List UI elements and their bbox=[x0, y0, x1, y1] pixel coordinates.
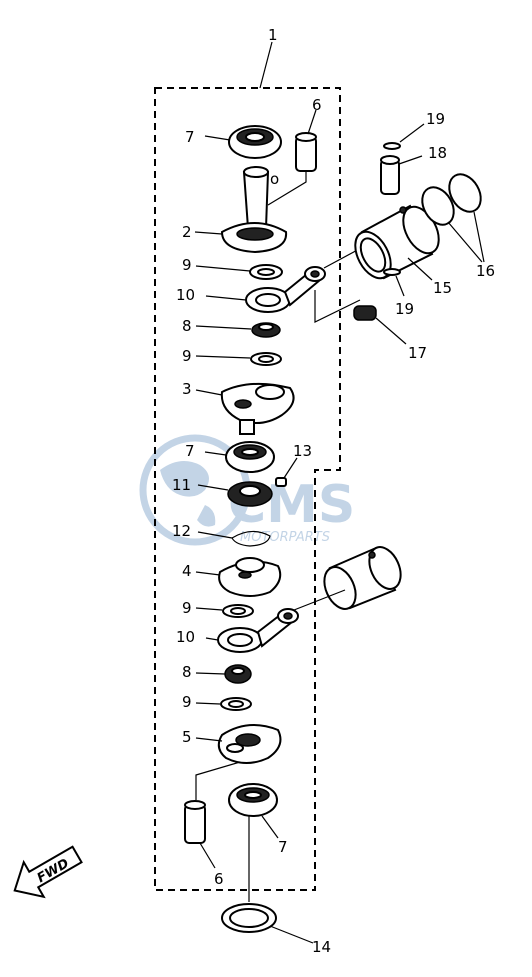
dowel-pin-lower bbox=[184, 800, 206, 844]
callout-9-a: 9 bbox=[182, 256, 192, 274]
callout-7-middle: 7 bbox=[185, 442, 195, 460]
callout-19-bottom: 19 bbox=[395, 300, 414, 318]
callout-11: 11 bbox=[172, 476, 191, 494]
piston-upper bbox=[354, 204, 440, 280]
callout-4: 4 bbox=[182, 562, 192, 580]
ball-bearing-top bbox=[228, 125, 282, 159]
callout-15: 15 bbox=[433, 279, 452, 297]
callout-16: 16 bbox=[476, 262, 495, 280]
piston-rings bbox=[421, 173, 482, 226]
ball-bearing-middle bbox=[225, 441, 275, 473]
piston-pin bbox=[380, 155, 400, 195]
thrust-washer-1 bbox=[249, 264, 283, 280]
callout-shaft-key: o bbox=[270, 170, 279, 188]
needle-bearing-1 bbox=[251, 322, 281, 338]
piston-lower bbox=[323, 546, 402, 610]
callout-9-c: 9 bbox=[182, 599, 192, 617]
callout-7-lower: 7 bbox=[278, 838, 288, 856]
callout-9-b: 9 bbox=[182, 347, 192, 365]
assembly-boundary bbox=[154, 87, 341, 891]
circlip-top bbox=[383, 142, 401, 150]
watermark-continents-icon bbox=[160, 461, 216, 527]
callout-5: 5 bbox=[182, 728, 192, 746]
callout-3: 3 bbox=[182, 380, 192, 398]
callout-18: 18 bbox=[428, 144, 447, 162]
crank-shaft-upper bbox=[220, 166, 288, 254]
callout-6-lower: 6 bbox=[214, 870, 224, 888]
callout-9-d: 9 bbox=[182, 693, 192, 711]
thrust-washer-4 bbox=[220, 697, 252, 711]
callout-8-a: 8 bbox=[182, 317, 192, 335]
callout-7-top: 7 bbox=[185, 128, 195, 146]
oil-seal-ring bbox=[221, 903, 277, 933]
thrust-washer-2 bbox=[250, 352, 282, 366]
locating-pin bbox=[275, 477, 287, 487]
callout-17: 17 bbox=[408, 344, 427, 362]
small-end-needle-bearing bbox=[353, 305, 377, 321]
crank-web-3 bbox=[220, 382, 295, 435]
callout-1: 1 bbox=[268, 26, 278, 44]
connecting-rod-lower bbox=[217, 608, 299, 653]
needle-bearing-2 bbox=[224, 664, 252, 684]
callout-10-b: 10 bbox=[176, 628, 195, 646]
callout-2: 2 bbox=[182, 223, 192, 241]
snap-ring bbox=[231, 530, 271, 547]
dowel-pin-top bbox=[295, 132, 317, 172]
crank-web-5 bbox=[217, 724, 282, 764]
crank-web-4 bbox=[218, 557, 282, 597]
callout-13: 13 bbox=[293, 442, 312, 460]
callout-8-b: 8 bbox=[182, 663, 192, 681]
callout-14: 14 bbox=[312, 938, 331, 956]
thrust-washer-3 bbox=[222, 604, 254, 618]
circlip-bottom bbox=[383, 268, 401, 276]
ball-bearing-lower bbox=[228, 783, 278, 817]
callout-10-a: 10 bbox=[176, 286, 195, 304]
callout-12: 12 bbox=[172, 522, 191, 540]
callout-6-top: 6 bbox=[312, 96, 322, 114]
watermark-sub: MOTORPARTS bbox=[240, 530, 330, 545]
callout-19-top: 19 bbox=[426, 110, 445, 128]
fwd-arrow-icon: FWD bbox=[13, 845, 83, 899]
labyrinth-seal bbox=[227, 481, 273, 507]
connecting-rod-upper bbox=[245, 266, 326, 313]
